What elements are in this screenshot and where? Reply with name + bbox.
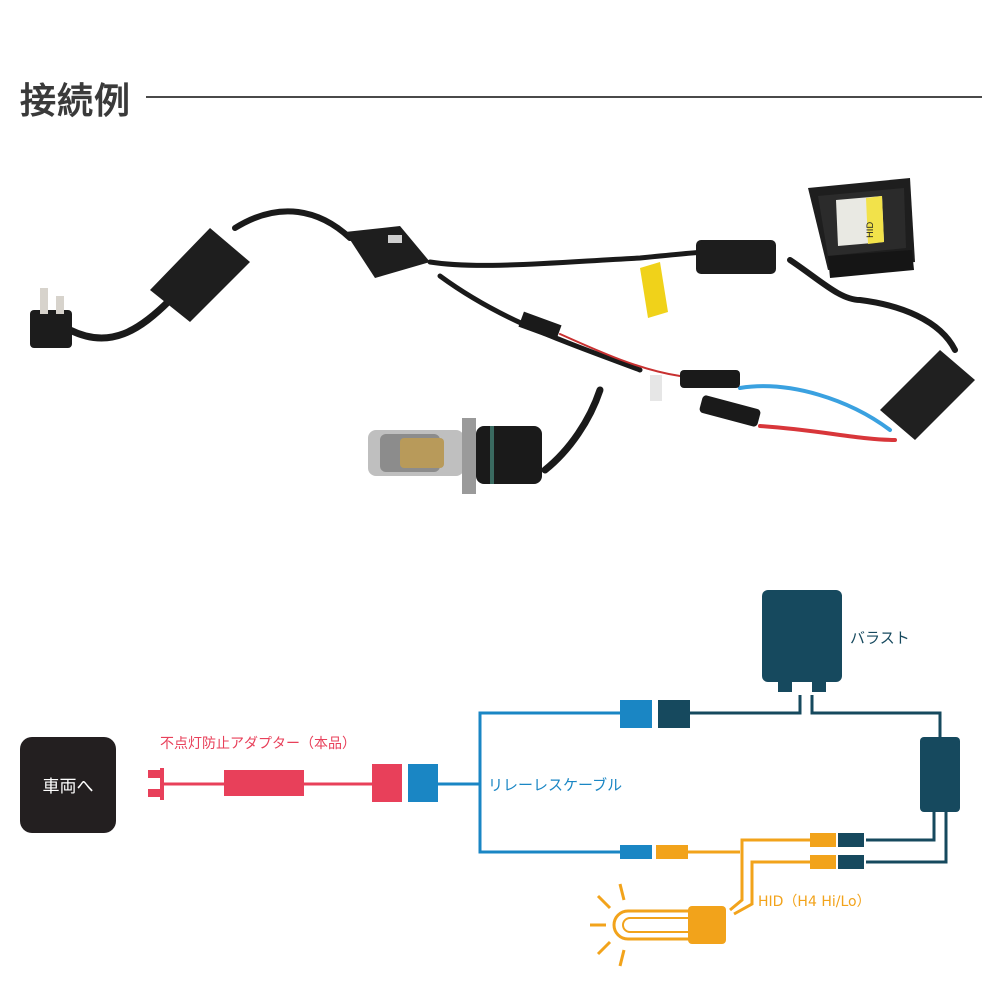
relay-cable: リレーレスケーブル [408, 700, 652, 859]
ballast-sticker-text: HID [866, 222, 876, 238]
hid-label: HID（H4 Hi/Lo） [758, 894, 871, 910]
adapter-label: 不点灯防止アダプター（本品） [160, 736, 356, 752]
product-photo: HID [30, 178, 975, 494]
vehicle-box [20, 737, 116, 833]
ballast-box [762, 590, 842, 682]
igniter-box [920, 737, 960, 812]
adapter-module-photo [150, 228, 250, 322]
title-divider [146, 96, 982, 98]
wiring-diagram: 車両へ 不点灯防止アダプター（本品） リレーレスケーブル バラスト [20, 590, 960, 967]
ballast: バラスト [658, 590, 960, 869]
coupler-photo [345, 226, 430, 278]
relay-cable-label: リレーレスケーブル [488, 776, 622, 794]
hid-bulb: HID（H4 Hi/Lo） [590, 833, 871, 967]
ballast-label: バラスト [850, 629, 910, 647]
vehicle-label: 車両へ [43, 777, 94, 797]
hid-bulb-photo [368, 418, 542, 494]
h4-plug-photo [30, 288, 72, 348]
igniter-photo [880, 350, 975, 440]
adapter: 不点灯防止アダプター（本品） [148, 736, 402, 802]
page-header: 接続例 [0, 0, 1000, 140]
page-title: 接続例 [20, 81, 132, 122]
ballast-unit-photo: HID [808, 178, 915, 278]
